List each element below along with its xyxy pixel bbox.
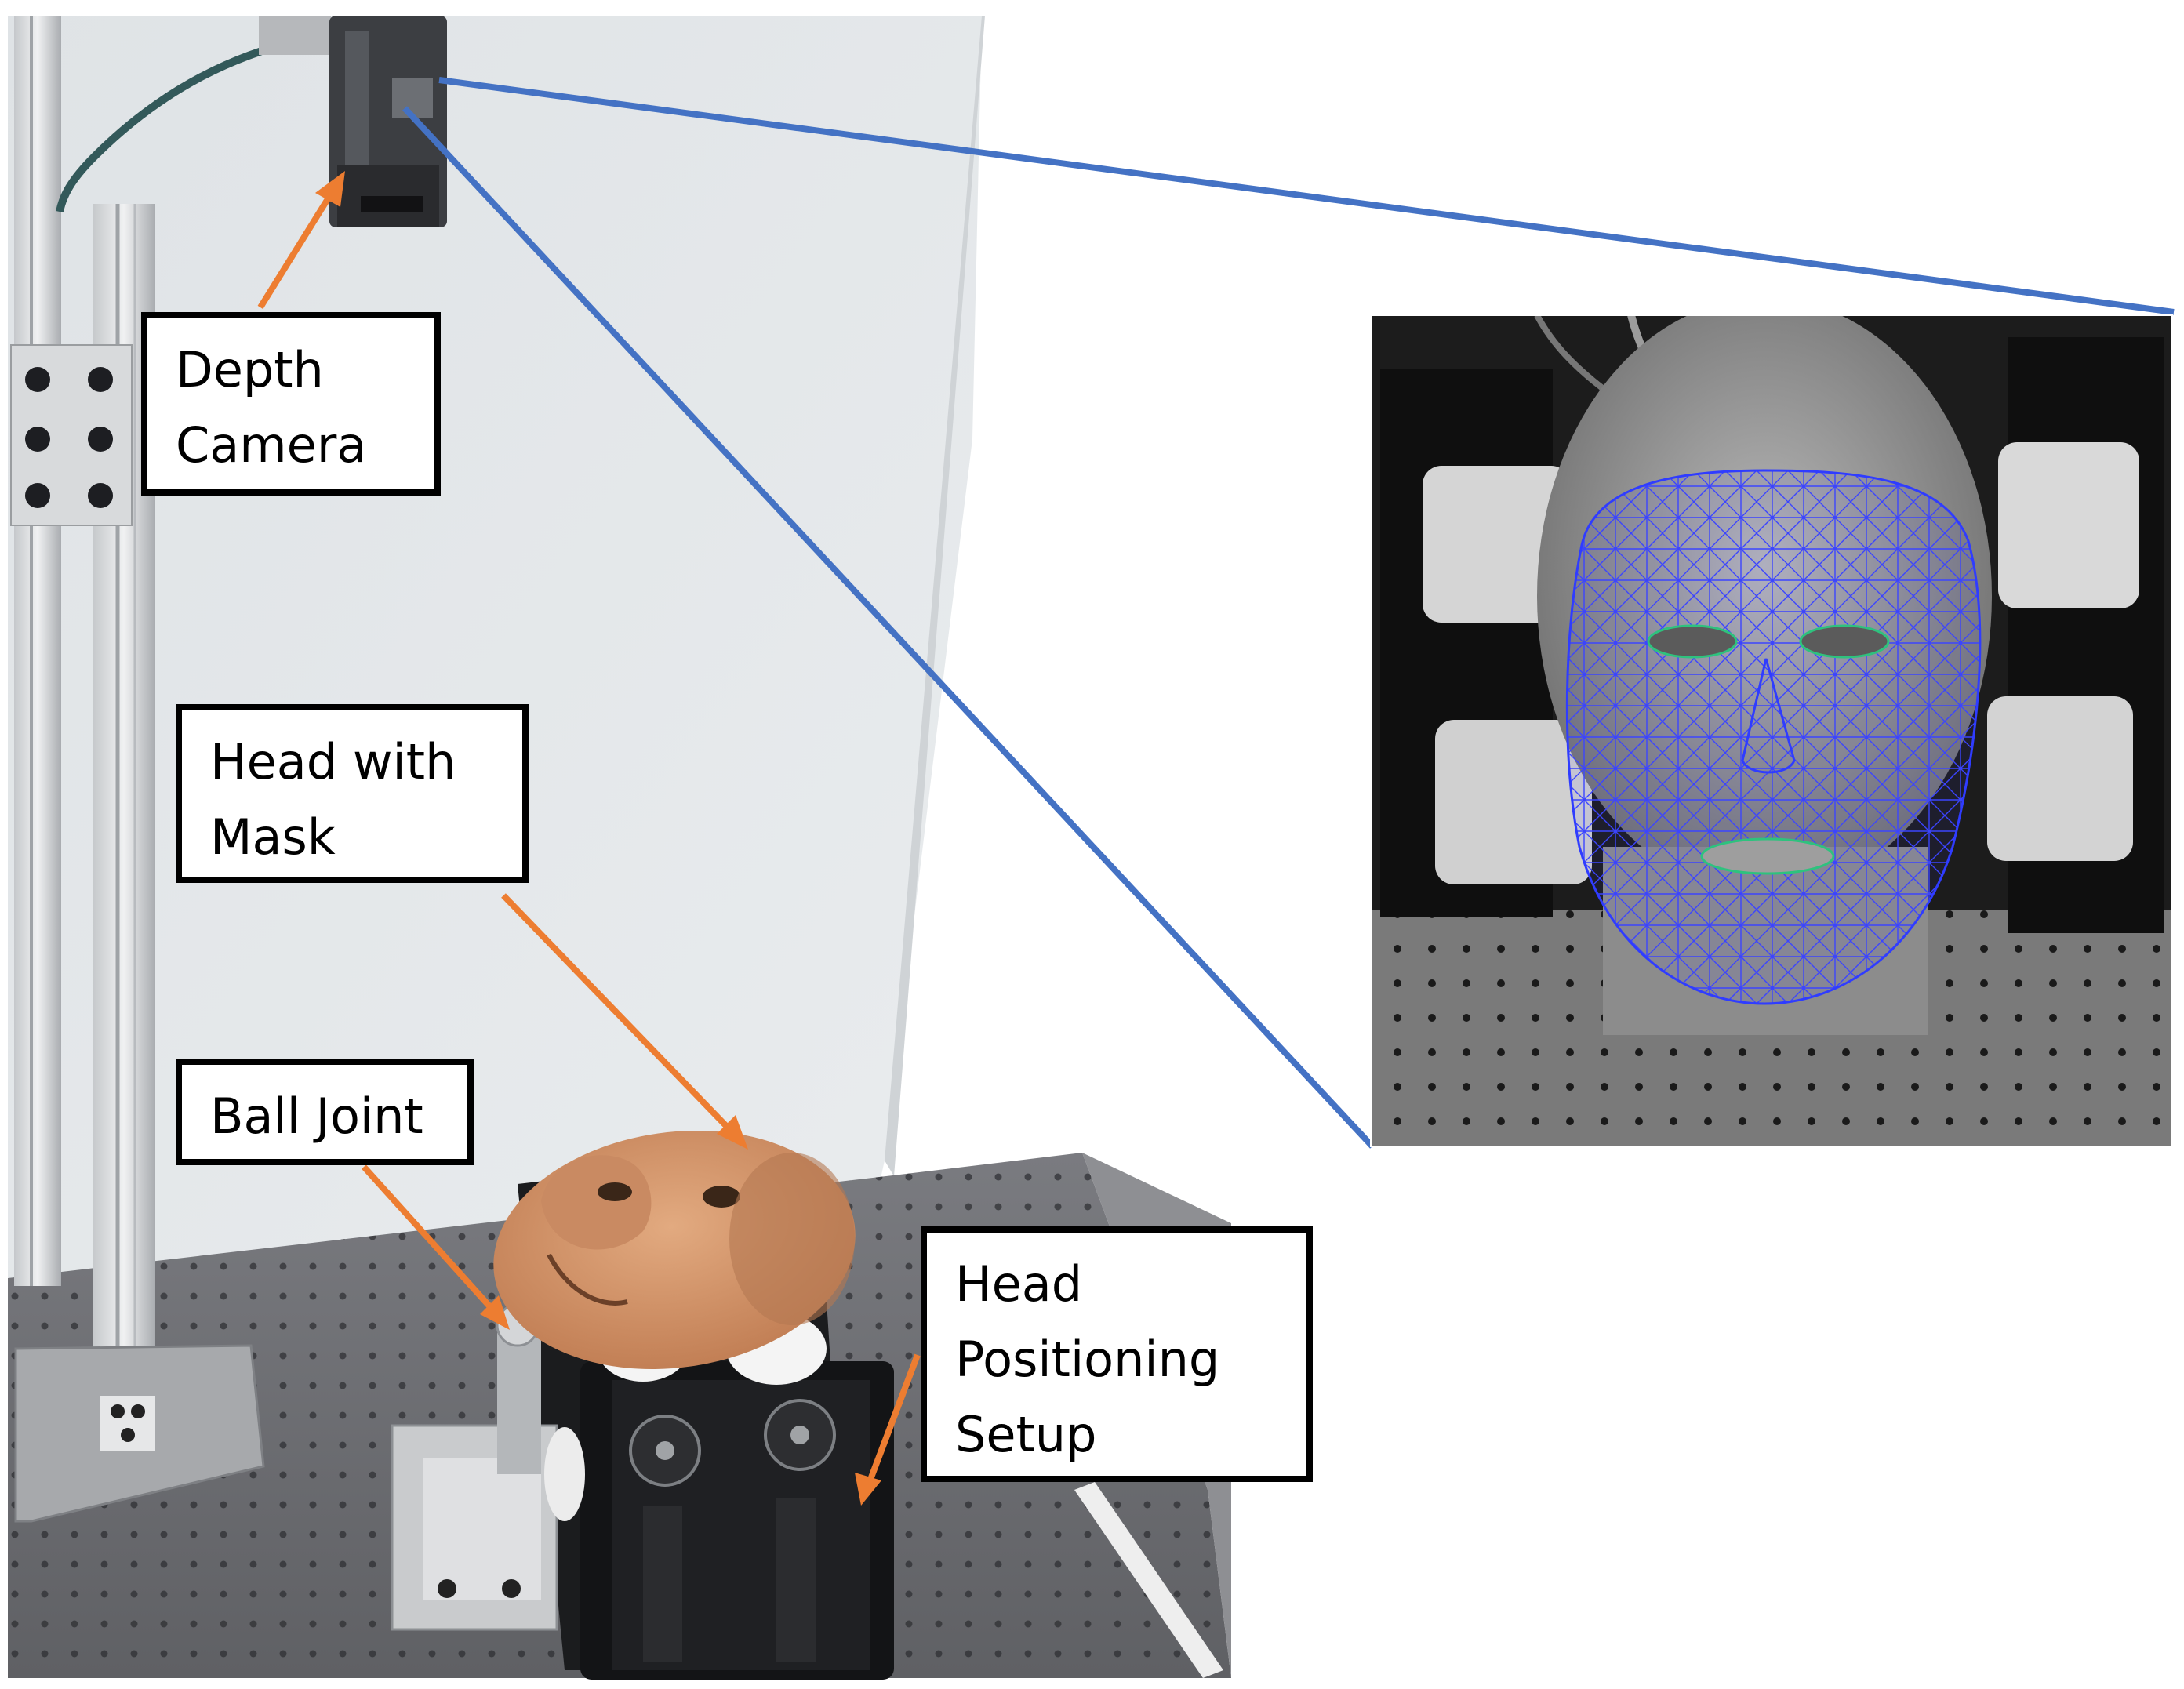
mannequin-head-with-mask (493, 1130, 856, 1370)
label-head-positioning-setup: Head Positioning Setup (921, 1226, 1313, 1482)
depth-image-inset (1371, 315, 2172, 1146)
inset-foam-top-left (1423, 466, 1570, 623)
inset-left-eye (1647, 624, 1738, 659)
inset-mouth (1700, 837, 1835, 875)
zoom-lines (402, 77, 2175, 1149)
depth-camera-device (259, 16, 447, 227)
inset-foam-bottom-left (1435, 720, 1592, 884)
paper-tape (1074, 1482, 1223, 1678)
inset-right-eye (1799, 624, 1890, 659)
vertical-rail-back (14, 16, 61, 1286)
annotation-arrows (257, 171, 921, 1506)
label-ball-joint: Ball Joint (176, 1059, 474, 1165)
inset-foam-bottom-right (1987, 696, 2133, 861)
inset-foam-top-right (1998, 442, 2139, 608)
ball-joint-block (391, 1303, 558, 1631)
facial-landmark-mesh (1565, 469, 1982, 1005)
label-depth-camera: Depth Camera (141, 312, 441, 496)
label-head-with-mask: Head with Mask (176, 704, 529, 883)
